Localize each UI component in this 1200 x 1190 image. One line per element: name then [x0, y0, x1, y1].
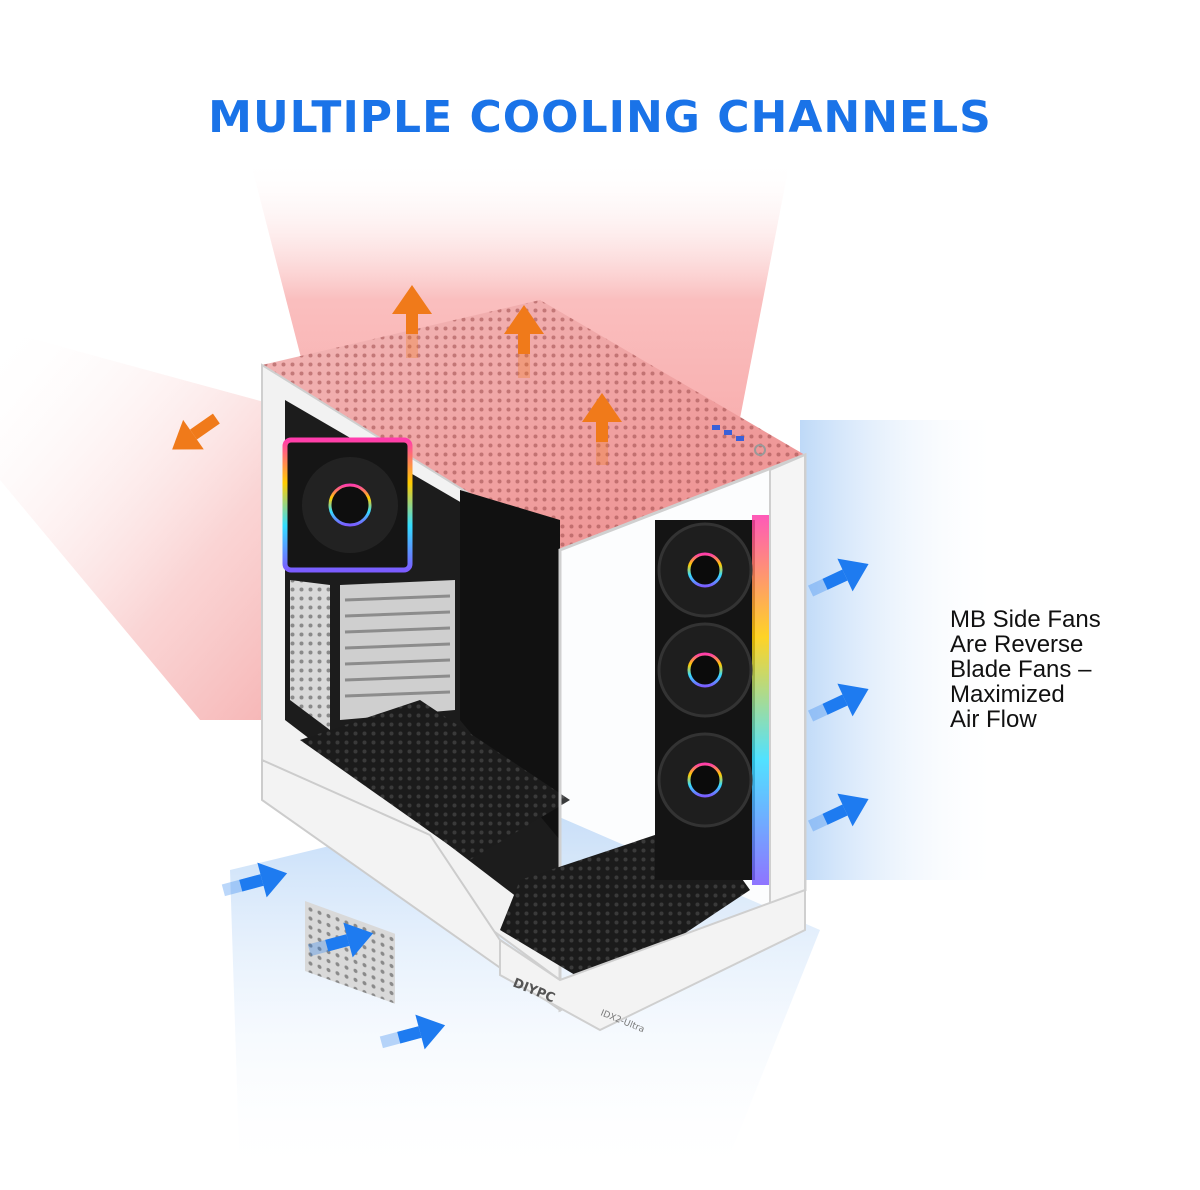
- exhaust-arrow-top-2-icon: [504, 305, 544, 378]
- intake-arrow-side-1-icon: [808, 558, 869, 597]
- front-io-buttons: [712, 425, 766, 456]
- case-base: [499, 888, 806, 1032]
- front-fan-bottom-icon: [657, 732, 753, 828]
- intake-arrow-bottom-2-icon: [307, 922, 374, 958]
- caption-line: Blade Fans –: [950, 656, 1092, 683]
- cool-air-right: [800, 420, 1000, 880]
- fan-caption: MB Side Fans Are Reverse Blade Fans – Ma…: [950, 607, 1170, 732]
- caption-line: Maximized: [950, 681, 1065, 708]
- exhaust-arrow-left-icon: [172, 413, 220, 450]
- exhaust-arrow-top-3-icon: [582, 393, 622, 465]
- intake-arrow-side-2-icon: [808, 683, 869, 722]
- front-fan-middle-icon: [657, 622, 753, 718]
- case-front-frame: [769, 453, 806, 907]
- exhaust-arrow-top-1-icon: [392, 285, 432, 358]
- caption-line: Air Flow: [950, 706, 1037, 733]
- intake-arrow-side-3-icon: [808, 793, 869, 832]
- intake-arrow-bottom-1-icon: [221, 862, 288, 898]
- caption-line: Are Reverse: [950, 631, 1084, 658]
- rear-fan-icon: [282, 437, 413, 573]
- page-title: MULTIPLE COOLING CHANNELS: [208, 92, 992, 143]
- front-fans: [655, 515, 770, 885]
- hot-air-plume-left: [0, 330, 330, 720]
- intake-arrow-bottom-3-icon: [379, 1014, 446, 1050]
- caption-line: MB Side Fans: [950, 606, 1101, 633]
- front-fan-top-icon: [657, 522, 753, 618]
